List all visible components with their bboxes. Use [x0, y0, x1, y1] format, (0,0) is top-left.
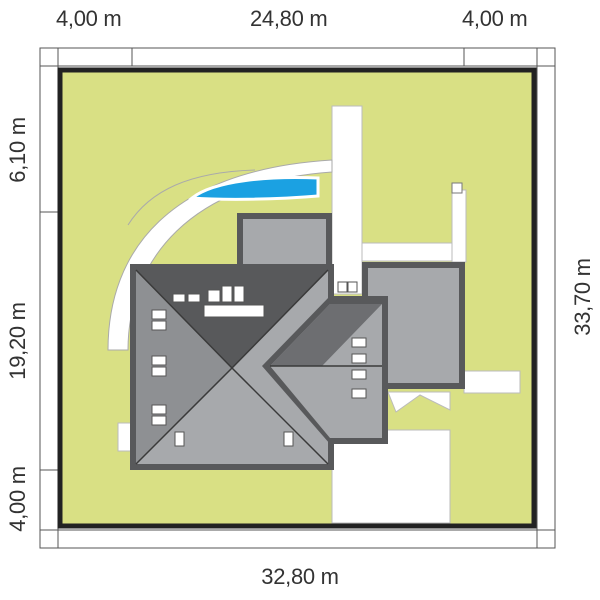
paving — [117, 105, 521, 524]
dimension-top-middle: 24,80 m — [250, 6, 328, 31]
dimension-bottom: 32,80 m — [261, 564, 339, 589]
dimension-left-middle: 19,20 m — [5, 302, 30, 380]
dimension-right: 33,70 m — [570, 258, 595, 336]
roof-windows — [151, 281, 367, 447]
dimension-top-left: 4,00 m — [56, 6, 122, 31]
pool — [188, 176, 320, 201]
terrace-arc-inner — [127, 169, 256, 226]
dimension-left-bottom: 4,00 m — [5, 466, 30, 532]
dimension-top-right: 4,00 m — [462, 6, 528, 31]
dimension-left-top: 6,10 m — [5, 117, 30, 183]
